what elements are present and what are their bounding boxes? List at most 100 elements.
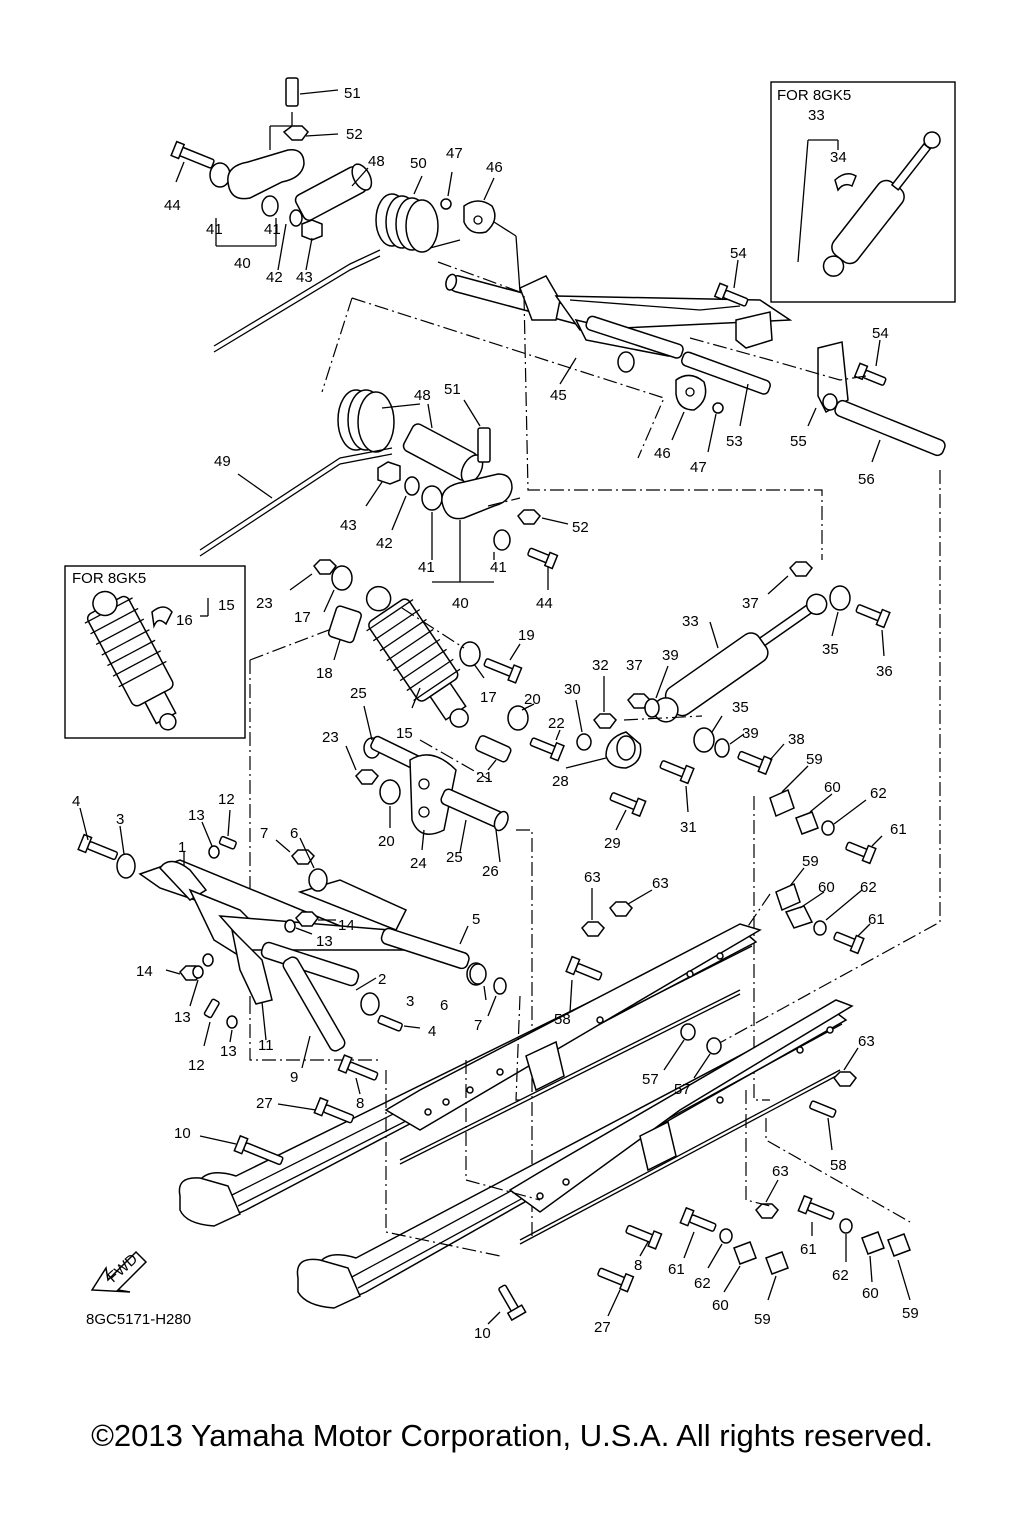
callout-label: 56 xyxy=(858,471,875,488)
callout-label: 44 xyxy=(164,197,181,214)
callout-label: 38 xyxy=(788,731,805,748)
rail-fasteners xyxy=(199,888,911,1325)
callout-label: 3 xyxy=(116,811,124,828)
callout-label: 58 xyxy=(554,1011,571,1028)
callout-label: 24 xyxy=(410,855,427,872)
middle-linkage xyxy=(345,703,565,1240)
callout-label: 47 xyxy=(446,145,463,162)
callout-label: 42 xyxy=(266,269,283,286)
callout-label: 62 xyxy=(860,879,877,896)
callout-label: 40 xyxy=(452,595,469,612)
callout-label: 46 xyxy=(486,159,503,176)
callout-label: 15 xyxy=(396,725,413,742)
copyright-notice: ©2013 Yamaha Motor Corporation, U.S.A. A… xyxy=(91,1418,933,1453)
callout-label: 59 xyxy=(902,1305,919,1322)
callout-label: 37 xyxy=(742,595,759,612)
callout-label: 41 xyxy=(490,559,507,576)
inset-shock-8gk5: FOR 8GK5 xyxy=(770,81,956,303)
callout-label: 57 xyxy=(674,1081,691,1098)
callout-label: 41 xyxy=(418,559,435,576)
callout-label: 31 xyxy=(680,819,697,836)
callout-label: 62 xyxy=(870,785,887,802)
callout-label: 42 xyxy=(376,535,393,552)
callout-label: 33 xyxy=(682,613,699,630)
callout-label: 60 xyxy=(818,879,835,896)
callout-label: 51 xyxy=(444,381,461,398)
callout-label: 13 xyxy=(174,1009,191,1026)
parts-exploded-diagram: FOR 8GK5 FOR 8GK5 xyxy=(64,77,956,1342)
callout-label: 40 xyxy=(234,255,251,272)
slide-rail-right xyxy=(296,999,854,1309)
callout-label: 48 xyxy=(368,153,385,170)
callout-label: 13 xyxy=(316,933,333,950)
callout-label: 32 xyxy=(592,657,609,674)
callout-label: 51 xyxy=(344,85,361,102)
stopper-brackets xyxy=(739,765,883,1101)
callout-label: 14 xyxy=(136,963,153,980)
callout-label: 16 xyxy=(176,612,193,629)
callout-label: 53 xyxy=(726,433,743,450)
callout-label: 54 xyxy=(872,325,889,342)
callout-label: 22 xyxy=(548,715,565,732)
callout-label: 1 xyxy=(178,839,186,856)
callout-label: 19 xyxy=(518,627,535,644)
callout-label: 58 xyxy=(830,1157,847,1174)
callout-label: 61 xyxy=(668,1261,685,1278)
callout-label: 8 xyxy=(634,1257,642,1274)
callout-label: 13 xyxy=(188,807,205,824)
callout-label: 12 xyxy=(188,1057,205,1074)
callout-label: 63 xyxy=(652,875,669,892)
callout-label: 20 xyxy=(378,833,395,850)
callout-label: 35 xyxy=(822,641,839,658)
callout-label: 21 xyxy=(476,769,493,786)
callout-label: 57 xyxy=(642,1071,659,1088)
callout-label: 63 xyxy=(858,1033,875,1050)
callout-label: 17 xyxy=(294,609,311,626)
callout-label: 59 xyxy=(806,751,823,768)
callout-label: 60 xyxy=(824,779,841,796)
callout-label: 46 xyxy=(654,445,671,462)
callout-label: 20 xyxy=(524,691,541,708)
front-arm-assembly xyxy=(77,807,507,1069)
callout-label: 27 xyxy=(256,1095,273,1112)
spring-collar-set xyxy=(199,297,665,590)
slide-rail-left xyxy=(178,923,762,1227)
callout-label: 10 xyxy=(174,1125,191,1142)
fwd-direction-arrow: FWD xyxy=(90,1251,148,1293)
drawing-code: 8GC5171-H280 xyxy=(86,1311,191,1328)
callout-label: 15 xyxy=(218,597,235,614)
callout-label: 7 xyxy=(260,825,268,842)
callout-label: 63 xyxy=(772,1163,789,1180)
callout-label: 6 xyxy=(290,825,298,842)
callout-label: 3 xyxy=(406,993,414,1010)
callout-label: 52 xyxy=(346,126,363,143)
callout-label: 59 xyxy=(802,853,819,870)
callout-label: 14 xyxy=(338,917,355,934)
callout-label: 52 xyxy=(572,519,589,536)
callout-label: 39 xyxy=(742,725,759,742)
callout-label: 10 xyxy=(474,1325,491,1342)
callout-label: 23 xyxy=(322,729,339,746)
callout-label: 17 xyxy=(480,689,497,706)
callout-label: 60 xyxy=(862,1285,879,1302)
callout-label: 48 xyxy=(414,387,431,404)
rear-arm-frame xyxy=(437,259,946,1047)
callout-label: 63 xyxy=(584,869,601,886)
callout-label: 8 xyxy=(356,1095,364,1112)
callout-label: 36 xyxy=(876,663,893,680)
callout-label: 18 xyxy=(316,665,333,682)
callout-label: 49 xyxy=(214,453,231,470)
callout-label: 13 xyxy=(220,1043,237,1060)
callout-label: 37 xyxy=(626,657,643,674)
callout-label: 30 xyxy=(564,681,581,698)
callout-label: 59 xyxy=(754,1311,771,1328)
callout-label: 11 xyxy=(258,1037,274,1054)
callout-label: 50 xyxy=(410,155,427,172)
shock-absorber-assembly xyxy=(249,559,891,1000)
callout-label: 25 xyxy=(446,849,463,866)
callout-label: 5 xyxy=(472,911,480,928)
callout-label: 4 xyxy=(428,1023,436,1040)
callout-label: 28 xyxy=(552,773,569,790)
callout-label: 25 xyxy=(350,685,367,702)
inset-spring-shock-8gk5: FOR 8GK5 xyxy=(64,565,246,739)
